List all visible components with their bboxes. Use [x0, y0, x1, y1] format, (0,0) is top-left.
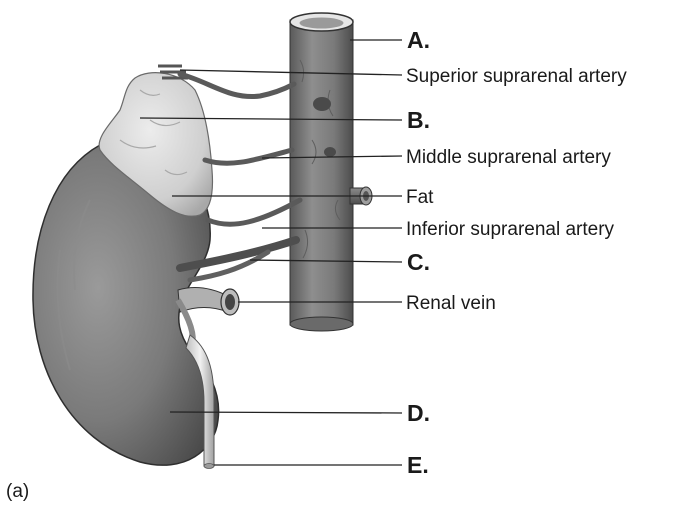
label-superior-suprarenal-artery: Superior suprarenal artery — [406, 66, 627, 87]
renal-vein — [175, 287, 240, 346]
label-fat: Fat — [406, 187, 434, 208]
inferior-suprarenal-vessel — [205, 197, 303, 227]
label-middle-suprarenal-artery: Middle suprarenal artery — [406, 147, 611, 168]
leader-c — [249, 259, 403, 263]
ureter — [185, 334, 215, 469]
renal-artery — [176, 236, 300, 283]
label-inferior-suprarenal-artery: Inferior suprarenal artery — [406, 219, 615, 240]
label-b: B. — [407, 107, 430, 133]
label-renal-vein: Renal vein — [406, 293, 496, 314]
adrenal-gland — [98, 72, 214, 217]
label-d: D. — [407, 400, 430, 426]
leader-superior — [179, 69, 403, 76]
aorta — [289, 12, 354, 332]
panel-tag: (a) — [6, 481, 29, 502]
superior-suprarenal-vessels — [158, 64, 297, 100]
label-e: E. — [407, 452, 429, 478]
middle-suprarenal-vessel — [202, 147, 295, 166]
leader-d — [169, 411, 403, 414]
leader-middle — [261, 155, 403, 159]
leader-b — [139, 117, 403, 121]
label-a: A. — [407, 27, 430, 53]
leader-lines — [139, 39, 403, 466]
label-c: C. — [407, 249, 430, 275]
